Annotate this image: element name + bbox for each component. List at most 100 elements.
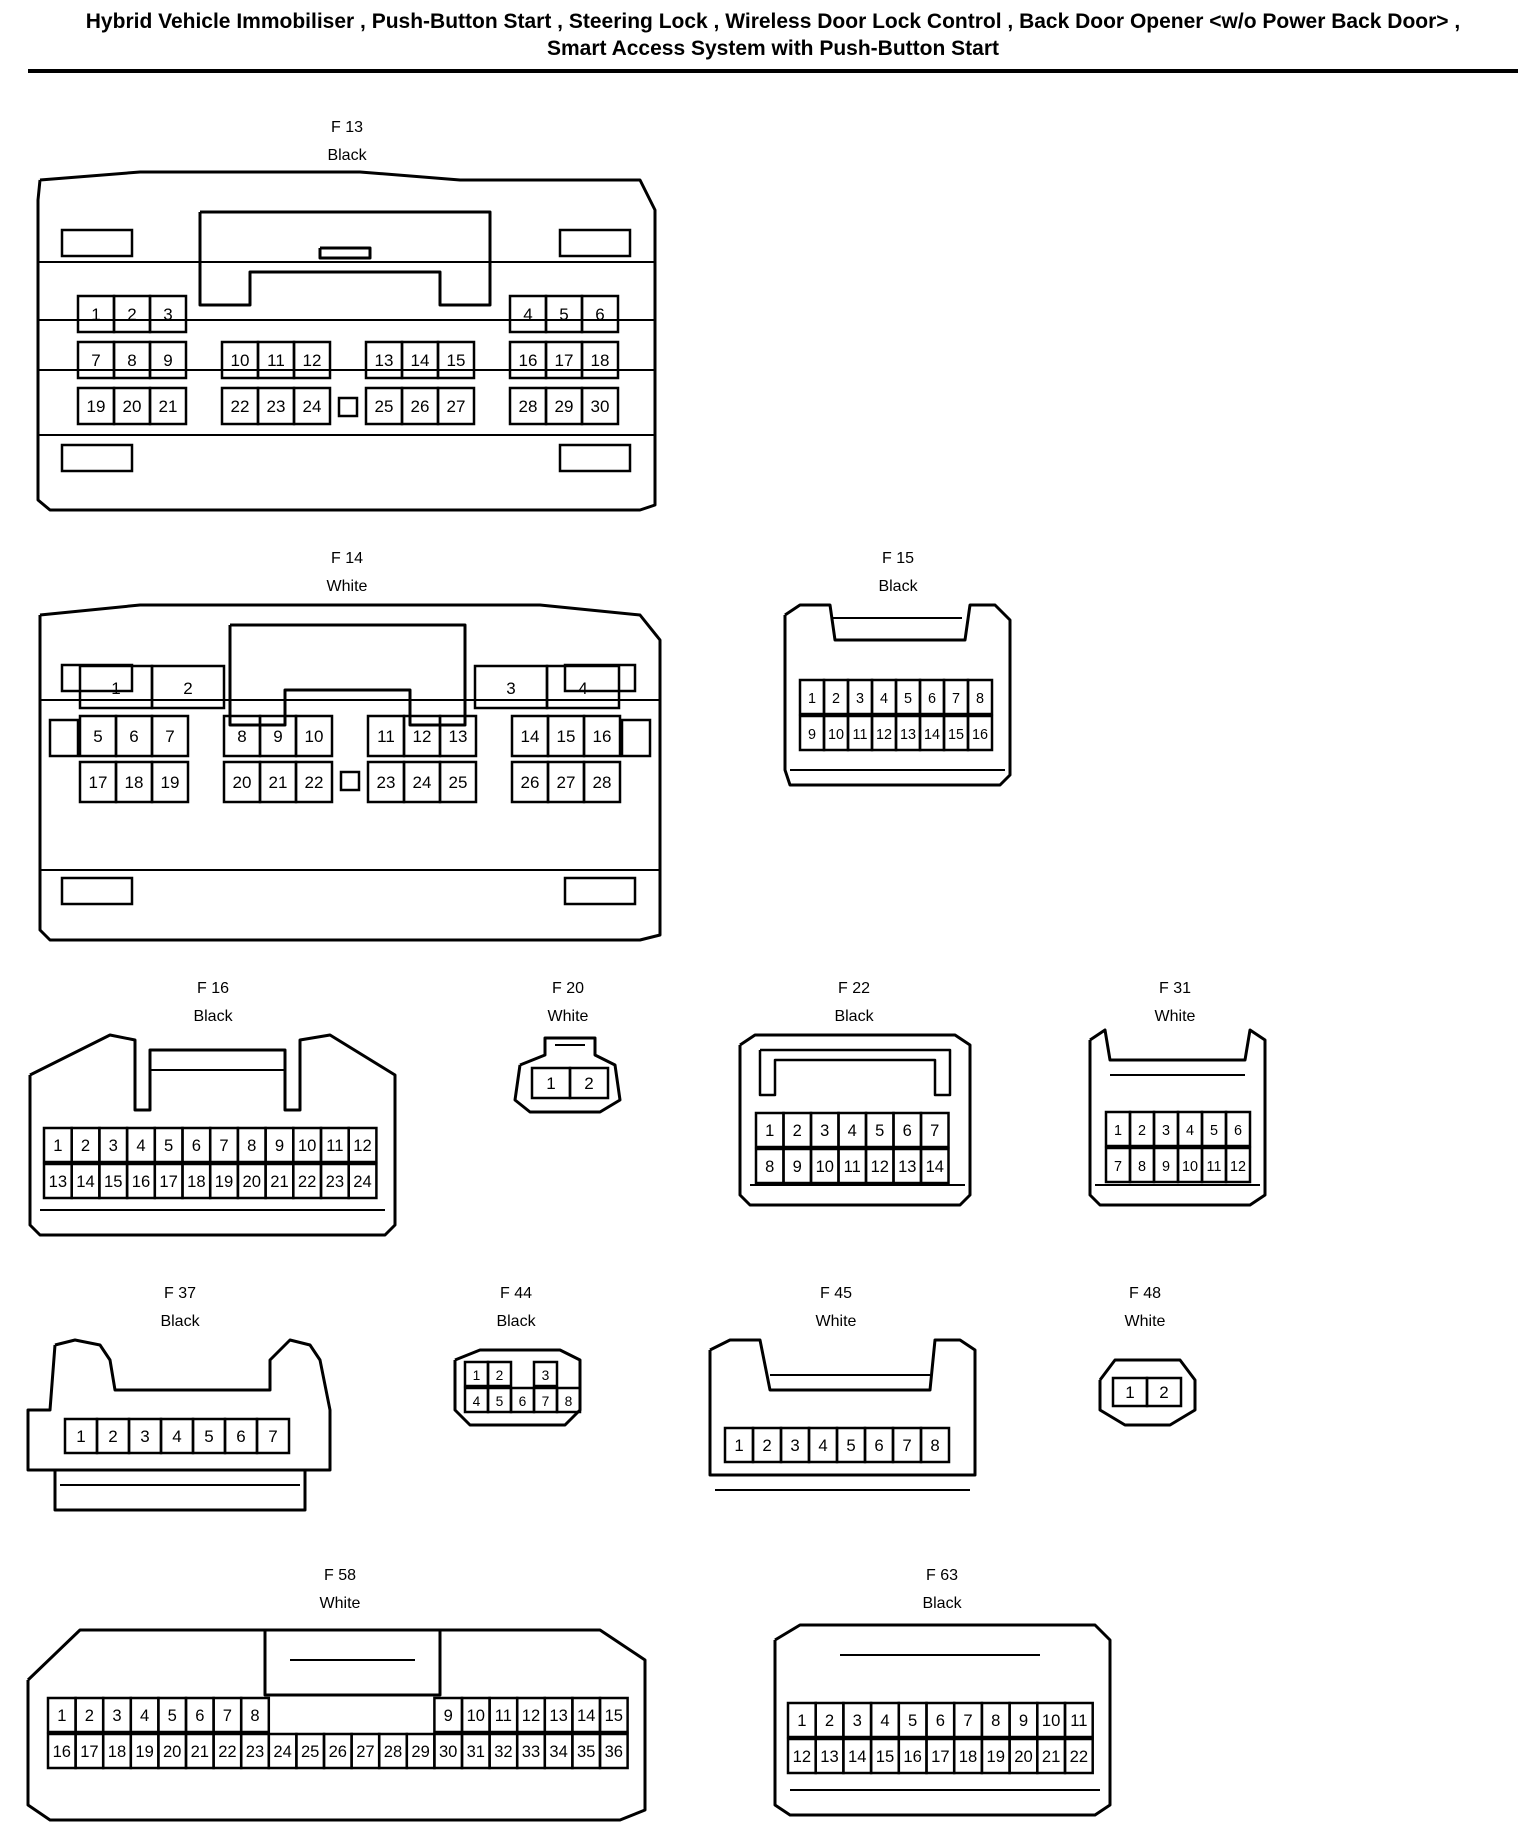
connector-color: White: [548, 1008, 589, 1025]
pin-label: 2: [183, 679, 192, 698]
connector-color: Black: [922, 1595, 962, 1612]
pin-label: 11: [853, 727, 868, 743]
pin-label: 27: [447, 397, 466, 416]
pin-label: 21: [191, 1742, 209, 1761]
pin-label: 4: [880, 1711, 889, 1730]
connector-id: F 31: [1159, 980, 1191, 997]
connector-id: F 13: [331, 119, 363, 136]
pin-label: 2: [85, 1706, 94, 1725]
pin-label: 6: [903, 1122, 912, 1140]
pin-label: 16: [53, 1742, 71, 1761]
pin-label: 16: [593, 727, 612, 746]
pin-label: 27: [557, 773, 576, 792]
pin-label: 14: [848, 1747, 866, 1766]
connector-id: F 44: [500, 1285, 532, 1302]
pin-label: 6: [595, 305, 604, 324]
pin-label: 25: [449, 773, 468, 792]
pin-label: 6: [874, 1436, 883, 1455]
connector-color: Black: [160, 1313, 200, 1330]
pin-label: 12: [876, 727, 892, 743]
pin-label: 8: [127, 351, 136, 370]
pin-label: 5: [846, 1436, 855, 1455]
pin-label: 11: [844, 1158, 861, 1176]
pin-label: 5: [1210, 1123, 1218, 1139]
pin-label: 2: [127, 305, 136, 324]
connector-color: White: [816, 1313, 857, 1330]
pin-label: 17: [555, 351, 574, 370]
pin-label: 23: [377, 773, 396, 792]
pin-label: 4: [523, 305, 532, 324]
pin-label: 11: [1207, 1159, 1222, 1175]
pin-label: 17: [80, 1742, 98, 1761]
pin-label: 1: [734, 1436, 743, 1455]
pin-label: 7: [91, 351, 100, 370]
pin-label: 22: [218, 1742, 236, 1761]
pin-label: 2: [832, 691, 840, 707]
pin-label: 23: [246, 1742, 264, 1761]
pin-label: 10: [305, 727, 324, 746]
pin-label: 1: [473, 1368, 481, 1383]
connector-color: Black: [193, 1008, 233, 1025]
pin-label: 10: [467, 1706, 485, 1725]
pin-label: 7: [1114, 1159, 1122, 1175]
pin-label: 32: [494, 1742, 512, 1761]
pin-label: 4: [473, 1394, 481, 1409]
pin-label: 7: [963, 1711, 972, 1730]
connector-id: F 37: [164, 1285, 196, 1302]
pin-label: 19: [161, 773, 180, 792]
pin-label: 6: [928, 691, 936, 707]
pin-label: 6: [936, 1711, 945, 1730]
pin-label: 18: [125, 773, 144, 792]
connector-id: F 63: [926, 1567, 958, 1584]
pin-label: 7: [902, 1436, 911, 1455]
pin-label: 16: [903, 1747, 921, 1766]
pin-label: 9: [444, 1706, 453, 1725]
pin-label: 5: [559, 305, 568, 324]
pin-label: 8: [765, 1158, 774, 1176]
pin-label: 5: [93, 727, 102, 746]
pin-label: 1: [111, 679, 120, 698]
pin-label: 18: [108, 1742, 126, 1761]
pin-label: 3: [542, 1368, 550, 1383]
pin-label: 14: [924, 727, 940, 743]
pin-label: 15: [557, 727, 576, 746]
pin-label: 8: [237, 727, 246, 746]
pin-label: 7: [952, 691, 960, 707]
pin-label: 10: [231, 351, 250, 370]
pin-label: 2: [1159, 1383, 1168, 1402]
pin-label: 3: [109, 1136, 118, 1155]
pin-label: 1: [53, 1136, 62, 1155]
connector-color: Black: [327, 147, 367, 164]
pin-label: 11: [495, 1706, 512, 1725]
pin-label: 9: [273, 727, 282, 746]
pin-label: 26: [329, 1742, 347, 1761]
pin-label: 2: [496, 1368, 504, 1383]
connector-color: White: [327, 578, 368, 595]
pin-label: 15: [876, 1747, 894, 1766]
pin-label: 20: [163, 1742, 181, 1761]
pin-label: 3: [112, 1706, 121, 1725]
pin-label: 17: [89, 773, 108, 792]
pin-label: 19: [87, 397, 106, 416]
pin-label: 24: [273, 1742, 291, 1761]
pin-label: 18: [187, 1172, 205, 1191]
pin-label: 31: [467, 1742, 485, 1761]
pin-label: 25: [301, 1742, 319, 1761]
pin-label: 6: [236, 1427, 245, 1446]
pin-label: 6: [1234, 1123, 1242, 1139]
pin-label: 3: [163, 305, 172, 324]
pin-label: 13: [549, 1706, 567, 1725]
title-line-1: Hybrid Vehicle Immobiliser , Push-Button…: [85, 10, 1461, 33]
connector-color: White: [320, 1595, 361, 1612]
pin-label: 7: [219, 1136, 228, 1155]
pin-label: 22: [231, 397, 250, 416]
pin-label: 6: [192, 1136, 201, 1155]
